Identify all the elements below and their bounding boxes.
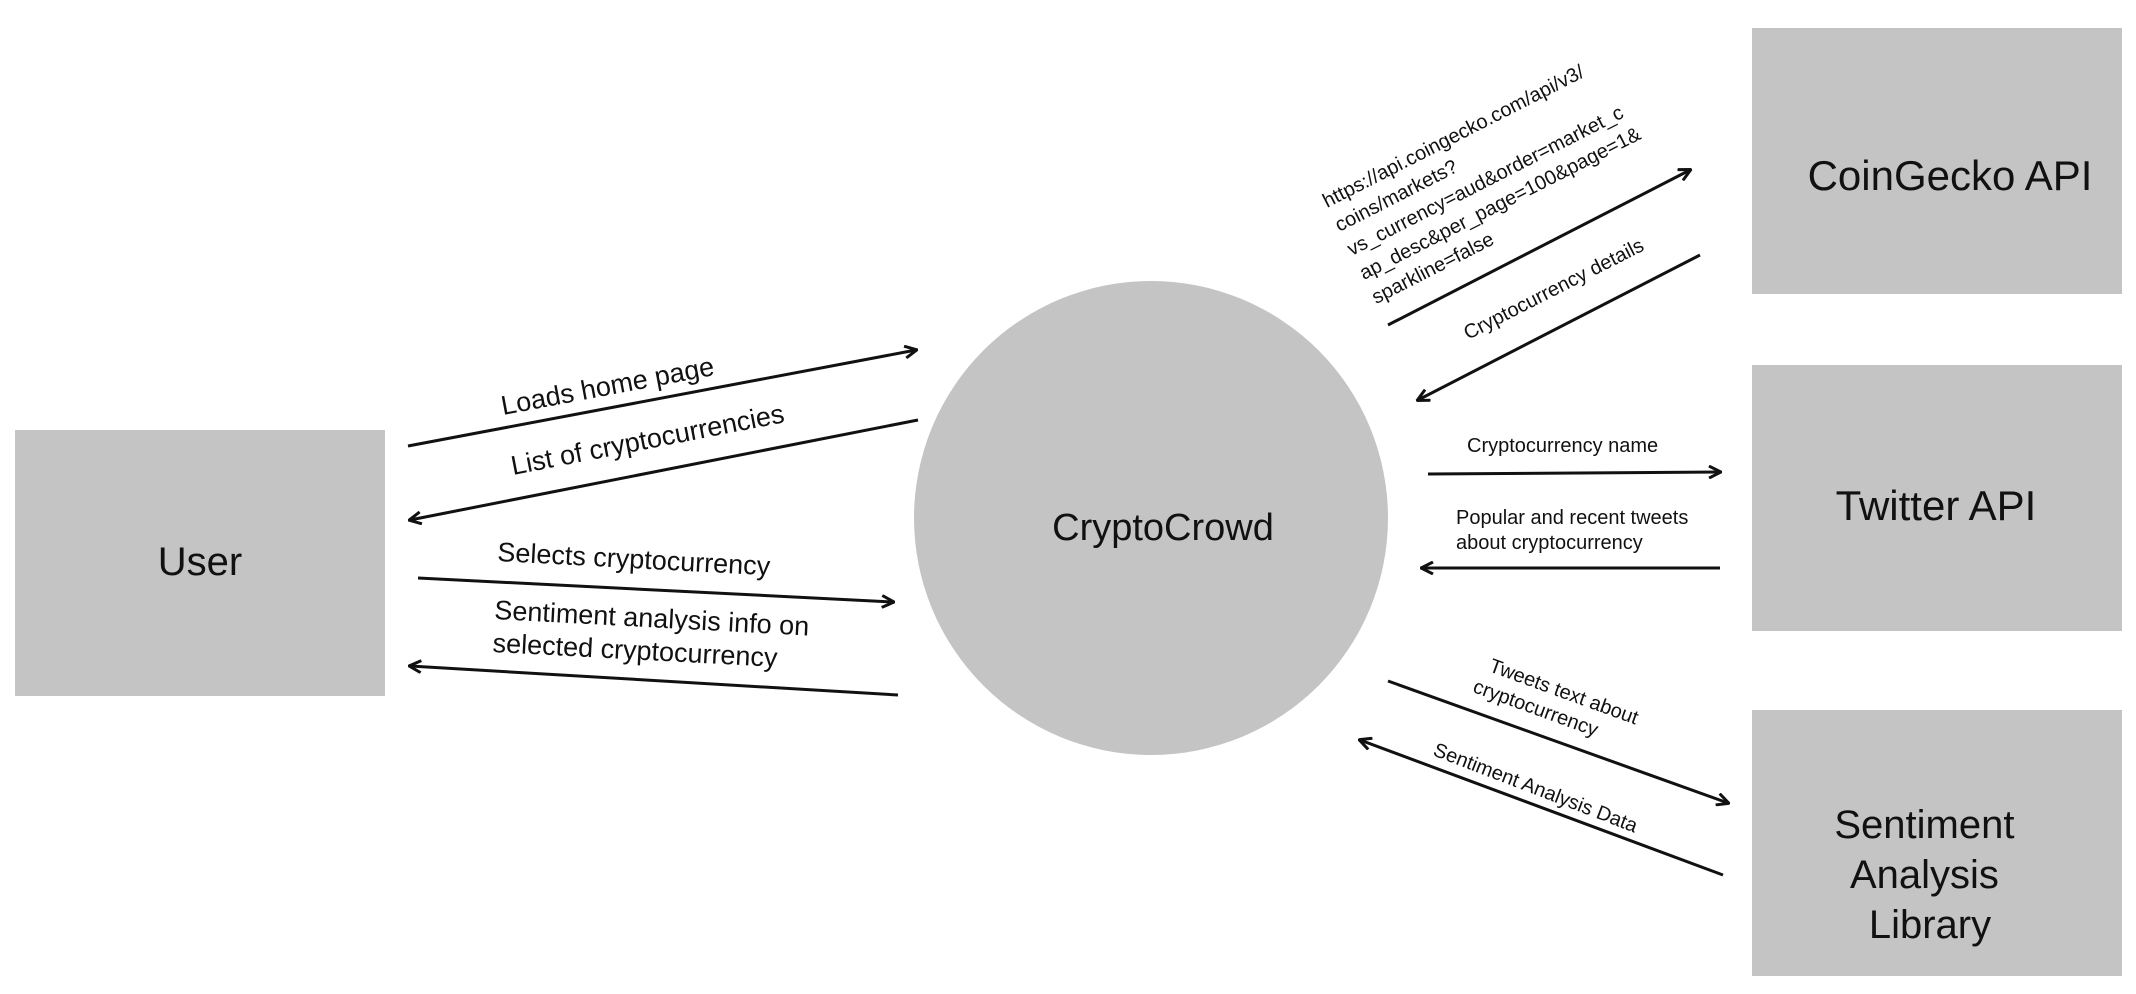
coingecko-label: CoinGecko API <box>1808 152 2093 199</box>
user-node: User <box>15 430 385 696</box>
coingecko-request-arrow <box>1387 170 1690 327</box>
loads-home-page-arrow <box>407 350 916 448</box>
user-box <box>15 430 385 696</box>
popular-tweets-line-1: Popular and recent tweets <box>1456 507 1688 529</box>
cryptocrowd-circle <box>914 281 1388 755</box>
popular-tweets-line-2: about cryptocurrency <box>1456 532 1643 554</box>
cryptocrowd-node: CryptoCrowd <box>914 281 1388 755</box>
loads-home-page-label: Loads home page <box>499 351 717 421</box>
cryptocurrency-details-arrow <box>1418 253 1701 400</box>
list-of-cryptocurrencies-arrow <box>410 418 919 520</box>
tweets-text-arrow <box>1387 679 1728 803</box>
sentiment-library-line-1: Sentiment <box>1834 803 2014 847</box>
twitter-label: Twitter API <box>1836 482 2037 529</box>
coingecko-node: CoinGecko API <box>1752 28 2122 294</box>
sentiment-library-line-3: Library <box>1869 903 1991 947</box>
twitter-box <box>1752 365 2122 631</box>
selects-cryptocurrency-label: Selects cryptocurrency <box>497 537 772 581</box>
popular-tweets-label: Popular and recent tweets about cryptocu… <box>1456 507 1694 554</box>
user-label: User <box>158 540 242 584</box>
sentiment-analysis-info-arrow <box>410 666 899 697</box>
sentiment-library-label: Sentiment Analysis Library <box>1834 803 2025 947</box>
cryptocurrency-name-arrow <box>1427 472 1720 474</box>
sentiment-library-line-2: Analysis <box>1850 853 1999 897</box>
selects-cryptocurrency-arrow <box>417 576 893 602</box>
twitter-node: Twitter API <box>1752 365 2122 631</box>
sentiment-library-node: Sentiment Analysis Library <box>1752 710 2122 976</box>
cryptocurrency-name-label: Cryptocurrency name <box>1467 435 1658 457</box>
sentiment-analysis-info-label: Sentiment analysis info on selected cryp… <box>492 595 818 675</box>
tweets-text-label: Tweets text about cryptocurrency <box>1470 652 1646 754</box>
cryptocrowd-label: CryptoCrowd <box>1052 507 1274 549</box>
coingecko-box <box>1752 28 2122 294</box>
sentiment-library-box <box>1752 710 2122 976</box>
sentiment-analysis-data-label: Sentiment Analysis Data <box>1430 739 1641 838</box>
sentiment-analysis-data-arrow <box>1360 740 1724 877</box>
